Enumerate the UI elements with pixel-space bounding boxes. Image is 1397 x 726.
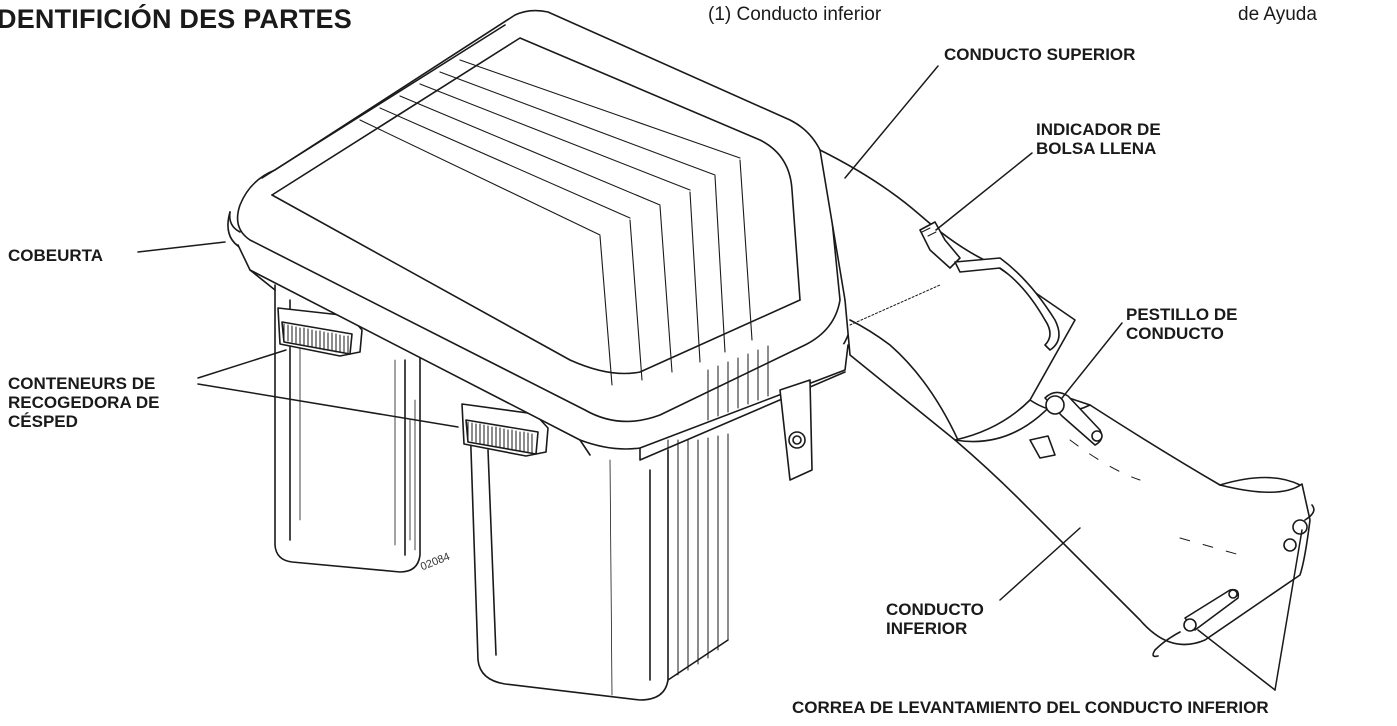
label-cover: COBEURTA: [8, 246, 104, 265]
label-containers-line1: CONTENEURS DE: [8, 374, 156, 393]
chute-latch-part: [1030, 392, 1102, 458]
right-container: [470, 420, 728, 700]
left-container: [275, 285, 420, 572]
cover: [228, 11, 851, 460]
header-center-text: (1) Conducto inferior: [708, 4, 882, 25]
label-lower-chute: CONDUCTO INFERIOR: [886, 600, 984, 638]
full-bag-indicator-part: [920, 222, 960, 268]
label-containers-line2: RECOGEDORA DE: [8, 393, 160, 412]
page-title: DENTIFICIÓN DES PARTES: [0, 4, 352, 34]
side-bracket: [780, 380, 812, 480]
label-full-bag-indicator: INDICADOR DE BOLSA LLENA: [1036, 120, 1161, 158]
label-chute-latch-line1: PESTILLO DE: [1126, 305, 1238, 324]
handle-grips: [284, 324, 532, 453]
label-lower-chute-line1: CONDUCTO: [886, 600, 984, 619]
label-lower-chute-line2: INFERIOR: [886, 619, 968, 638]
upper-chute: [820, 150, 1075, 440]
label-upper-chute: CONDUCTO SUPERIOR: [944, 45, 1136, 64]
lower-chute: [955, 395, 1310, 645]
label-containers-line3: CÉSPED: [8, 412, 78, 431]
label-full-bag-indicator-line2: BOLSA LLENA: [1036, 139, 1157, 158]
leader-lines: [138, 66, 1302, 690]
lift-strap-parts: [1153, 505, 1314, 656]
header-right-text: de Ayuda: [1238, 4, 1317, 25]
label-containers: CONTENEURS DE RECOGEDORA DE CÉSPED: [8, 374, 159, 431]
chute-handle: [955, 258, 1059, 350]
label-chute-latch: PESTILLO DE CONDUCTO: [1126, 305, 1237, 343]
label-lift-strap: CORREA DE LEVANTAMIENTO DEL CONDUCTO INF…: [792, 698, 1269, 717]
label-full-bag-indicator-line1: INDICADOR DE: [1036, 120, 1161, 139]
label-chute-latch-line2: CONDUCTO: [1126, 324, 1224, 343]
